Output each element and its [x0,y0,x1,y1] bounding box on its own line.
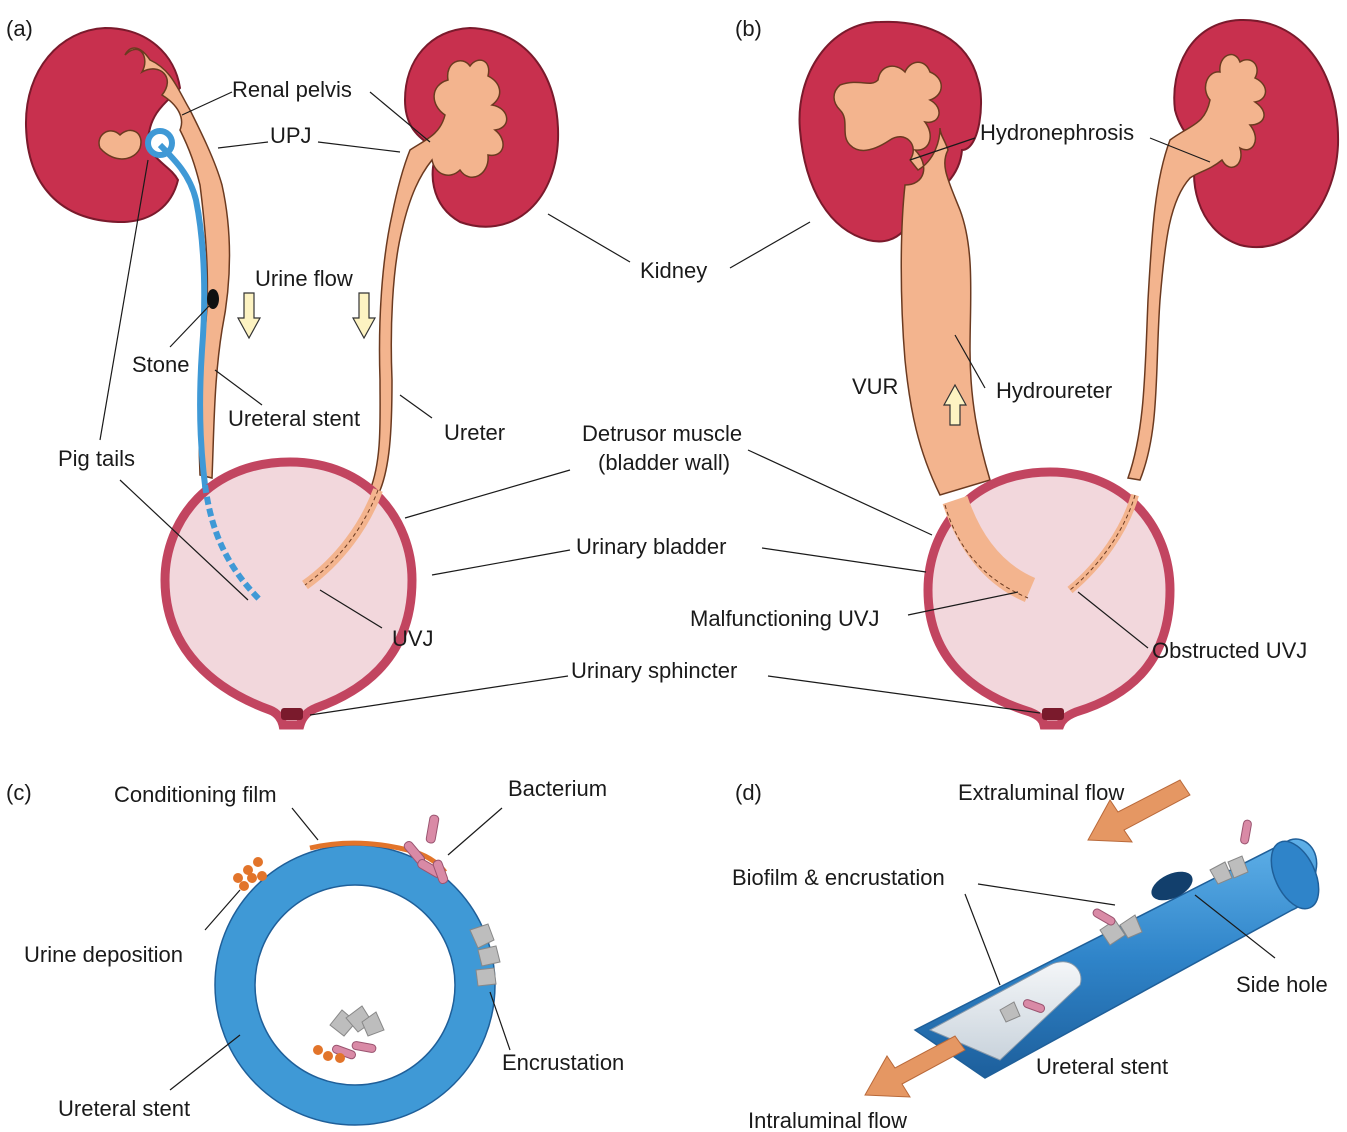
panel-label-d: (d) [735,780,762,805]
label-hydroureter: Hydroureter [996,378,1112,403]
label-uvj: UVJ [392,626,434,651]
sphincter-a [281,708,303,720]
label-bladder-wall: (bladder wall) [598,450,730,475]
label-pig-tails: Pig tails [58,446,135,471]
label-detrusor-muscle: Detrusor muscle [582,421,742,446]
label-urine-deposition: Urine deposition [24,942,183,967]
panel-label-a: (a) [6,16,33,41]
urine-flow-arrow-2 [353,293,375,338]
label-urinary-bladder: Urinary bladder [576,534,726,559]
label-stone: Stone [132,352,190,377]
label-upj: UPJ [270,123,312,148]
label-hydronephrosis: Hydronephrosis [980,120,1134,145]
panel-label-b: (b) [735,16,762,41]
label-ureteral-stent-a: Ureteral stent [228,406,360,431]
label-urinary-sphincter: Urinary sphincter [571,658,737,683]
pig-tail-upper [148,131,172,155]
panel-d [865,780,1328,1097]
label-urine-flow: Urine flow [255,266,353,291]
label-bacterium: Bacterium [508,776,607,801]
intraluminal-flow-arrow [865,1036,965,1097]
label-encrustation: Encrustation [502,1050,624,1075]
label-biofilm-encrustation: Biofilm & encrustation [732,865,945,890]
label-intraluminal-flow: Intraluminal flow [748,1108,907,1132]
label-malfunctioning-uvj: Malfunctioning UVJ [690,606,880,631]
kidney-left-a [26,28,180,222]
label-vur: VUR [852,374,898,399]
panel-label-c: (c) [6,780,32,805]
sphincter-b [1042,708,1064,720]
urine-flow-arrow-1 [238,293,260,338]
label-renal-pelvis: Renal pelvis [232,77,352,102]
label-obstructed-uvj: Obstructed UVJ [1152,638,1307,663]
label-extraluminal-flow: Extraluminal flow [958,780,1124,805]
label-ureter: Ureter [444,420,505,445]
panel-c [170,808,510,1125]
label-ureteral-stent-c: Ureteral stent [58,1096,190,1121]
label-conditioning-film: Conditioning film [114,782,277,807]
label-side-hole: Side hole [1236,972,1328,997]
stent-cross-section [235,865,475,1105]
label-ureteral-stent-d: Ureteral stent [1036,1054,1168,1079]
label-kidney: Kidney [640,258,707,283]
